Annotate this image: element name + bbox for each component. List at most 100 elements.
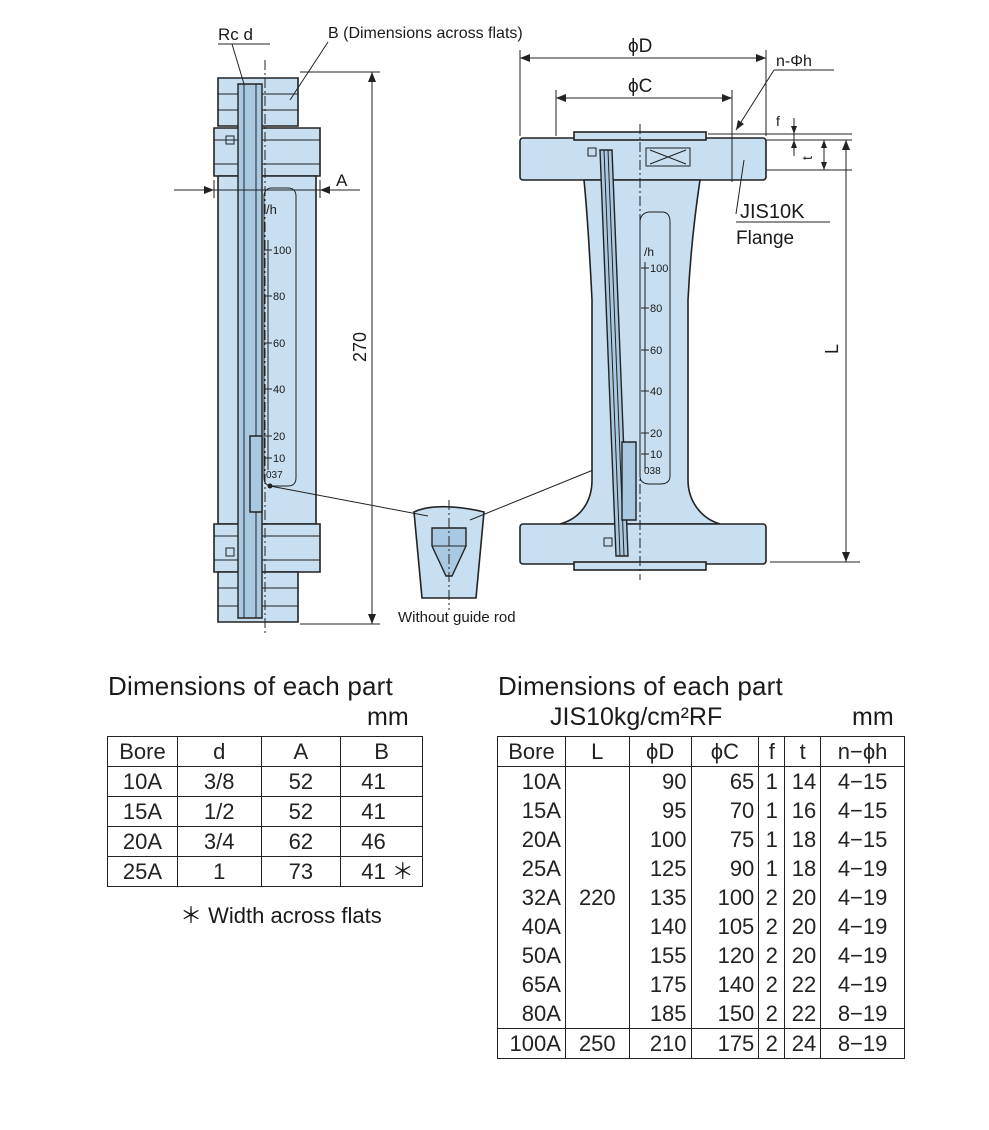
- cell-bore: 20A: [107, 826, 178, 857]
- cell-n-phi-h: 4−19: [820, 854, 905, 883]
- cell-f: 2: [758, 999, 786, 1029]
- cell-phi-c: 65: [690, 766, 760, 796]
- cell-phi-c: 120: [690, 941, 760, 970]
- phi-d-label: ϕD: [628, 36, 652, 57]
- cell-a: 52: [260, 766, 342, 797]
- table-header-row: Bore d A B: [107, 736, 423, 767]
- cell-l-shared: 220: [564, 766, 630, 1029]
- cell-bore: 10A: [497, 766, 566, 796]
- table-row: 65A 175 140 2 22 4−19: [497, 970, 905, 999]
- cell-bore: 25A: [107, 856, 178, 887]
- header-d: d: [176, 736, 262, 767]
- right-scale-mark: 100: [650, 263, 668, 275]
- cell-phi-d: 90: [628, 766, 692, 796]
- table-row: 100A 250 210 175 2 24 8−19: [497, 1028, 905, 1059]
- cell-a: 52: [260, 796, 342, 827]
- left-scale: /h 100 80 60 40 20 10 037: [264, 202, 291, 481]
- rc-d-label: Rc d: [218, 25, 253, 44]
- cell-phi-d: 100: [628, 825, 692, 854]
- table-header-row: Bore L ϕD ϕC f t n−ϕh: [497, 736, 905, 767]
- jis10k-label: JIS10K: [740, 201, 805, 223]
- left-scale-mark: 10: [273, 453, 285, 465]
- right-scale-mark: 40: [650, 386, 662, 398]
- header-f: f: [758, 736, 786, 767]
- cell-t: 24: [784, 1028, 822, 1059]
- float-detail: Without guide rod: [267, 461, 611, 626]
- cell-d: 1/2: [176, 796, 262, 827]
- threaded-flowmeter: [213, 60, 321, 636]
- cell-d: 1: [176, 856, 262, 887]
- table-row: 15A 1/2 52 41: [107, 796, 423, 827]
- right-scale-mark: 10: [650, 449, 662, 461]
- cell-phi-d: 125: [628, 854, 692, 883]
- cell-f: 1: [758, 825, 786, 854]
- cell-t: 18: [784, 825, 822, 854]
- cell-b: 41: [340, 796, 423, 827]
- l-label: L: [822, 344, 842, 354]
- cell-bore: 50A: [497, 941, 566, 970]
- right-scale: /h 100 80 60 40 20 10 038: [641, 245, 668, 477]
- header-a: A: [260, 736, 342, 767]
- cell-bore: 80A: [497, 999, 566, 1029]
- right-scale-mark: 60: [650, 345, 662, 357]
- cell-bore: 10A: [107, 766, 178, 797]
- cell-bore: 100A: [497, 1028, 566, 1059]
- cell-n-phi-h: 4−15: [820, 766, 905, 796]
- cell-n-phi-h: 4−19: [820, 912, 905, 941]
- cell-t: 18: [784, 854, 822, 883]
- cell-d: 3/8: [176, 766, 262, 797]
- flanged-flowmeter: [519, 124, 767, 580]
- cell-phi-c: 70: [690, 796, 760, 825]
- cell-t: 20: [784, 912, 822, 941]
- cell-b: 41: [340, 766, 423, 797]
- table-row: 80A 185 150 2 22 8−19: [497, 999, 905, 1029]
- cell-t: 14: [784, 766, 822, 796]
- cell-bore: 40A: [497, 912, 566, 941]
- table-row: 20A 3/4 62 46: [107, 826, 423, 857]
- cell-bore: 25A: [497, 854, 566, 883]
- cell-t: 20: [784, 941, 822, 970]
- table1-unit: mm: [367, 703, 409, 731]
- cell-f: 2: [758, 883, 786, 912]
- cell-phi-c: 150: [690, 999, 760, 1029]
- right-scale-code: 038: [644, 466, 661, 477]
- cell-phi-d: 175: [628, 970, 692, 999]
- header-l: L: [564, 736, 630, 767]
- left-scale-mark: 80: [273, 291, 285, 303]
- left-scale-mark: 100: [273, 245, 291, 257]
- table-row: 40A 140 105 2 20 4−19: [497, 912, 905, 941]
- cell-t: 16: [784, 796, 822, 825]
- left-scale-mark: 60: [273, 338, 285, 350]
- cell-phi-c: 100: [690, 883, 760, 912]
- table-row: 25A 1 73 41 ＊: [107, 856, 423, 887]
- cell-phi-d: 95: [628, 796, 692, 825]
- cell-phi-d: 155: [628, 941, 692, 970]
- cell-n-phi-h: 4−19: [820, 941, 905, 970]
- header-t: t: [784, 736, 822, 767]
- cell-n-phi-h: 4−19: [820, 970, 905, 999]
- length-270-label: 270: [350, 332, 370, 362]
- header-phi-c: ϕC: [690, 736, 760, 767]
- cell-n-phi-h: 8−19: [820, 1028, 905, 1059]
- cell-phi-d: 135: [628, 883, 692, 912]
- table-row: 20A 100 75 1 18 4−15: [497, 825, 905, 854]
- left-scale-code: 037: [266, 470, 283, 481]
- n-phi-h-label: n-Φh: [776, 53, 812, 70]
- cell-t: 20: [784, 883, 822, 912]
- right-dimensions: ϕD ϕC n-Φh f t JIS10K Flange L: [519, 36, 860, 563]
- cell-bore: 65A: [497, 970, 566, 999]
- cell-f: 1: [758, 796, 786, 825]
- cell-bore: 20A: [497, 825, 566, 854]
- dimensions-table-threaded: Bore d A B 10A 3/8 52 41 15A 1/2 52 41 2…: [107, 736, 423, 887]
- cell-b: 46: [340, 826, 423, 857]
- cell-phi-d: 185: [628, 999, 692, 1029]
- f-label: f: [776, 113, 780, 129]
- cell-phi-c: 90: [690, 854, 760, 883]
- left-scale-mark: 40: [273, 384, 285, 396]
- right-scale-unit: /h: [644, 245, 654, 259]
- cell-bore: 32A: [497, 883, 566, 912]
- left-scale-unit: /h: [266, 202, 277, 217]
- cell-f: 2: [758, 912, 786, 941]
- table1-title: Dimensions of each part: [108, 671, 393, 701]
- cell-n-phi-h: 4−15: [820, 796, 905, 825]
